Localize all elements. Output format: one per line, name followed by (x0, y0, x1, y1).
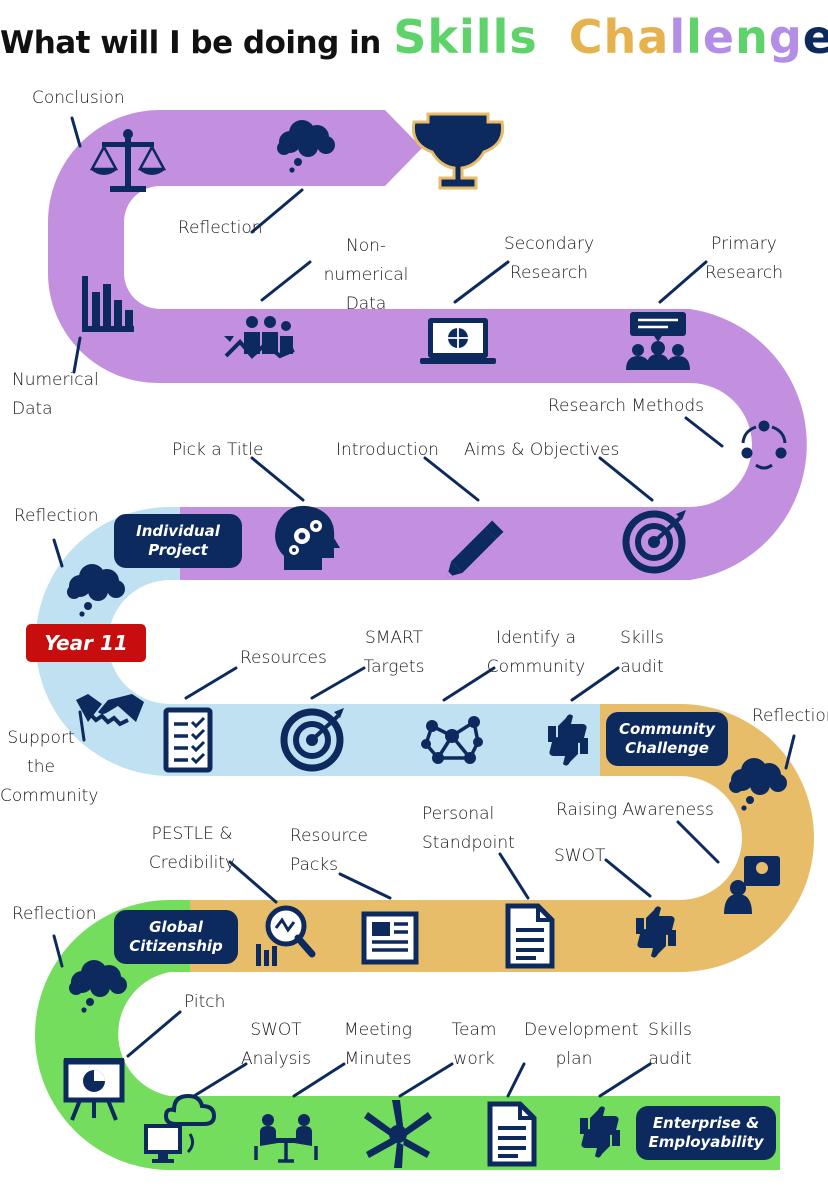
team-hands-icon (364, 1100, 432, 1168)
label-swot-gc: SWOT (554, 846, 606, 866)
label-personal-standpoint: Personal Standpoint (422, 804, 515, 853)
label-aims-objectives: Aims & Objectives (464, 440, 620, 460)
label-raising-awareness: Raising Awareness (556, 800, 714, 820)
label-support-community: Support the Community (0, 728, 99, 806)
newspaper-icon (361, 911, 419, 965)
label-resource-packs: Resource Packs (290, 826, 368, 875)
network-icon (421, 716, 483, 764)
label-team-work: Team work (451, 1020, 497, 1069)
stage-badge-global-citizenship: Global Citizenship (114, 910, 238, 964)
label-pitch: Pitch (184, 992, 226, 1012)
label-primary-research: Primary Research (705, 234, 783, 283)
title-word-skills: Skills (393, 10, 538, 64)
stage-label: Individual Project (136, 522, 220, 559)
label-pick-a-title: Pick a Title (172, 440, 264, 460)
path-green-bend (35, 900, 780, 1170)
magnifier-chart-icon (256, 905, 316, 966)
label-skills-audit-ee: Skills audit (648, 1020, 692, 1069)
stage-badge-individual-project: Individual Project (114, 514, 242, 568)
page-title: What will I be doing in Skills Challenge (0, 10, 828, 64)
label-pestle: PESTLE & Credibility (148, 824, 236, 873)
label-numerical-data: Numerical Data (12, 370, 99, 419)
presentation-board-icon (63, 1058, 125, 1121)
label-development-plan: Development plan (524, 1020, 639, 1069)
meeting-table-icon (254, 1114, 318, 1163)
label-meeting-minutes: Meeting Minutes (344, 1020, 412, 1069)
title-word-challenge: Challenge (568, 10, 828, 64)
stage-label: Enterprise & Employability (648, 1114, 764, 1151)
label-identify-community: Identify a Community (486, 628, 586, 677)
trophy-icon (411, 112, 505, 190)
idea-presenter-icon (724, 856, 780, 914)
label-introduction: Introduction (336, 440, 439, 460)
label-reflection-top: Reflection (178, 218, 263, 238)
title-prefix: What will I be doing in (0, 25, 381, 61)
label-reflection-cc: Reflection (752, 706, 828, 726)
label-reflection-ip: Reflection (14, 506, 99, 526)
document-icon (508, 906, 552, 966)
bar-chart-icon (82, 276, 134, 332)
label-swot-analysis: SWOT Analysis (240, 1020, 312, 1069)
label-secondary-research: Secondary Research (504, 234, 595, 283)
cloud-computer-icon (144, 1093, 217, 1163)
laptop-globe-icon (420, 318, 496, 364)
pencil-icon (446, 520, 504, 578)
stage-label: Community Challenge (618, 720, 716, 757)
stage-label: Global Citizenship (129, 918, 223, 955)
scales-icon (89, 129, 167, 192)
pointer-lines (52, 116, 796, 1098)
path-gold-bend (190, 704, 814, 972)
label-smart-targets: SMART Targets (363, 628, 425, 677)
label-resources: Resources (240, 648, 327, 668)
stage-badge-enterprise: Enterprise & Employability (636, 1106, 776, 1160)
head-gears-icon (275, 505, 340, 570)
label-skills-audit-cc: Skills audit (620, 628, 664, 677)
people-chart-icon (224, 316, 295, 359)
checklist-icon (163, 707, 213, 773)
label-reflection-gc: Reflection (12, 904, 97, 924)
label-non-numerical-data: Non-numerical Data (323, 236, 409, 314)
document-icon (490, 1104, 534, 1164)
year-badge: Year 11 (26, 624, 146, 662)
cycle-arrows-icon (741, 420, 787, 470)
label-conclusion: Conclusion (32, 88, 125, 108)
stage-badge-community-challenge: Community Challenge (606, 712, 728, 766)
discussion-group-icon (626, 312, 690, 370)
path-top-band (47, 110, 422, 384)
handshake-icon (76, 694, 144, 727)
label-research-methods: Research Methods (548, 396, 704, 416)
